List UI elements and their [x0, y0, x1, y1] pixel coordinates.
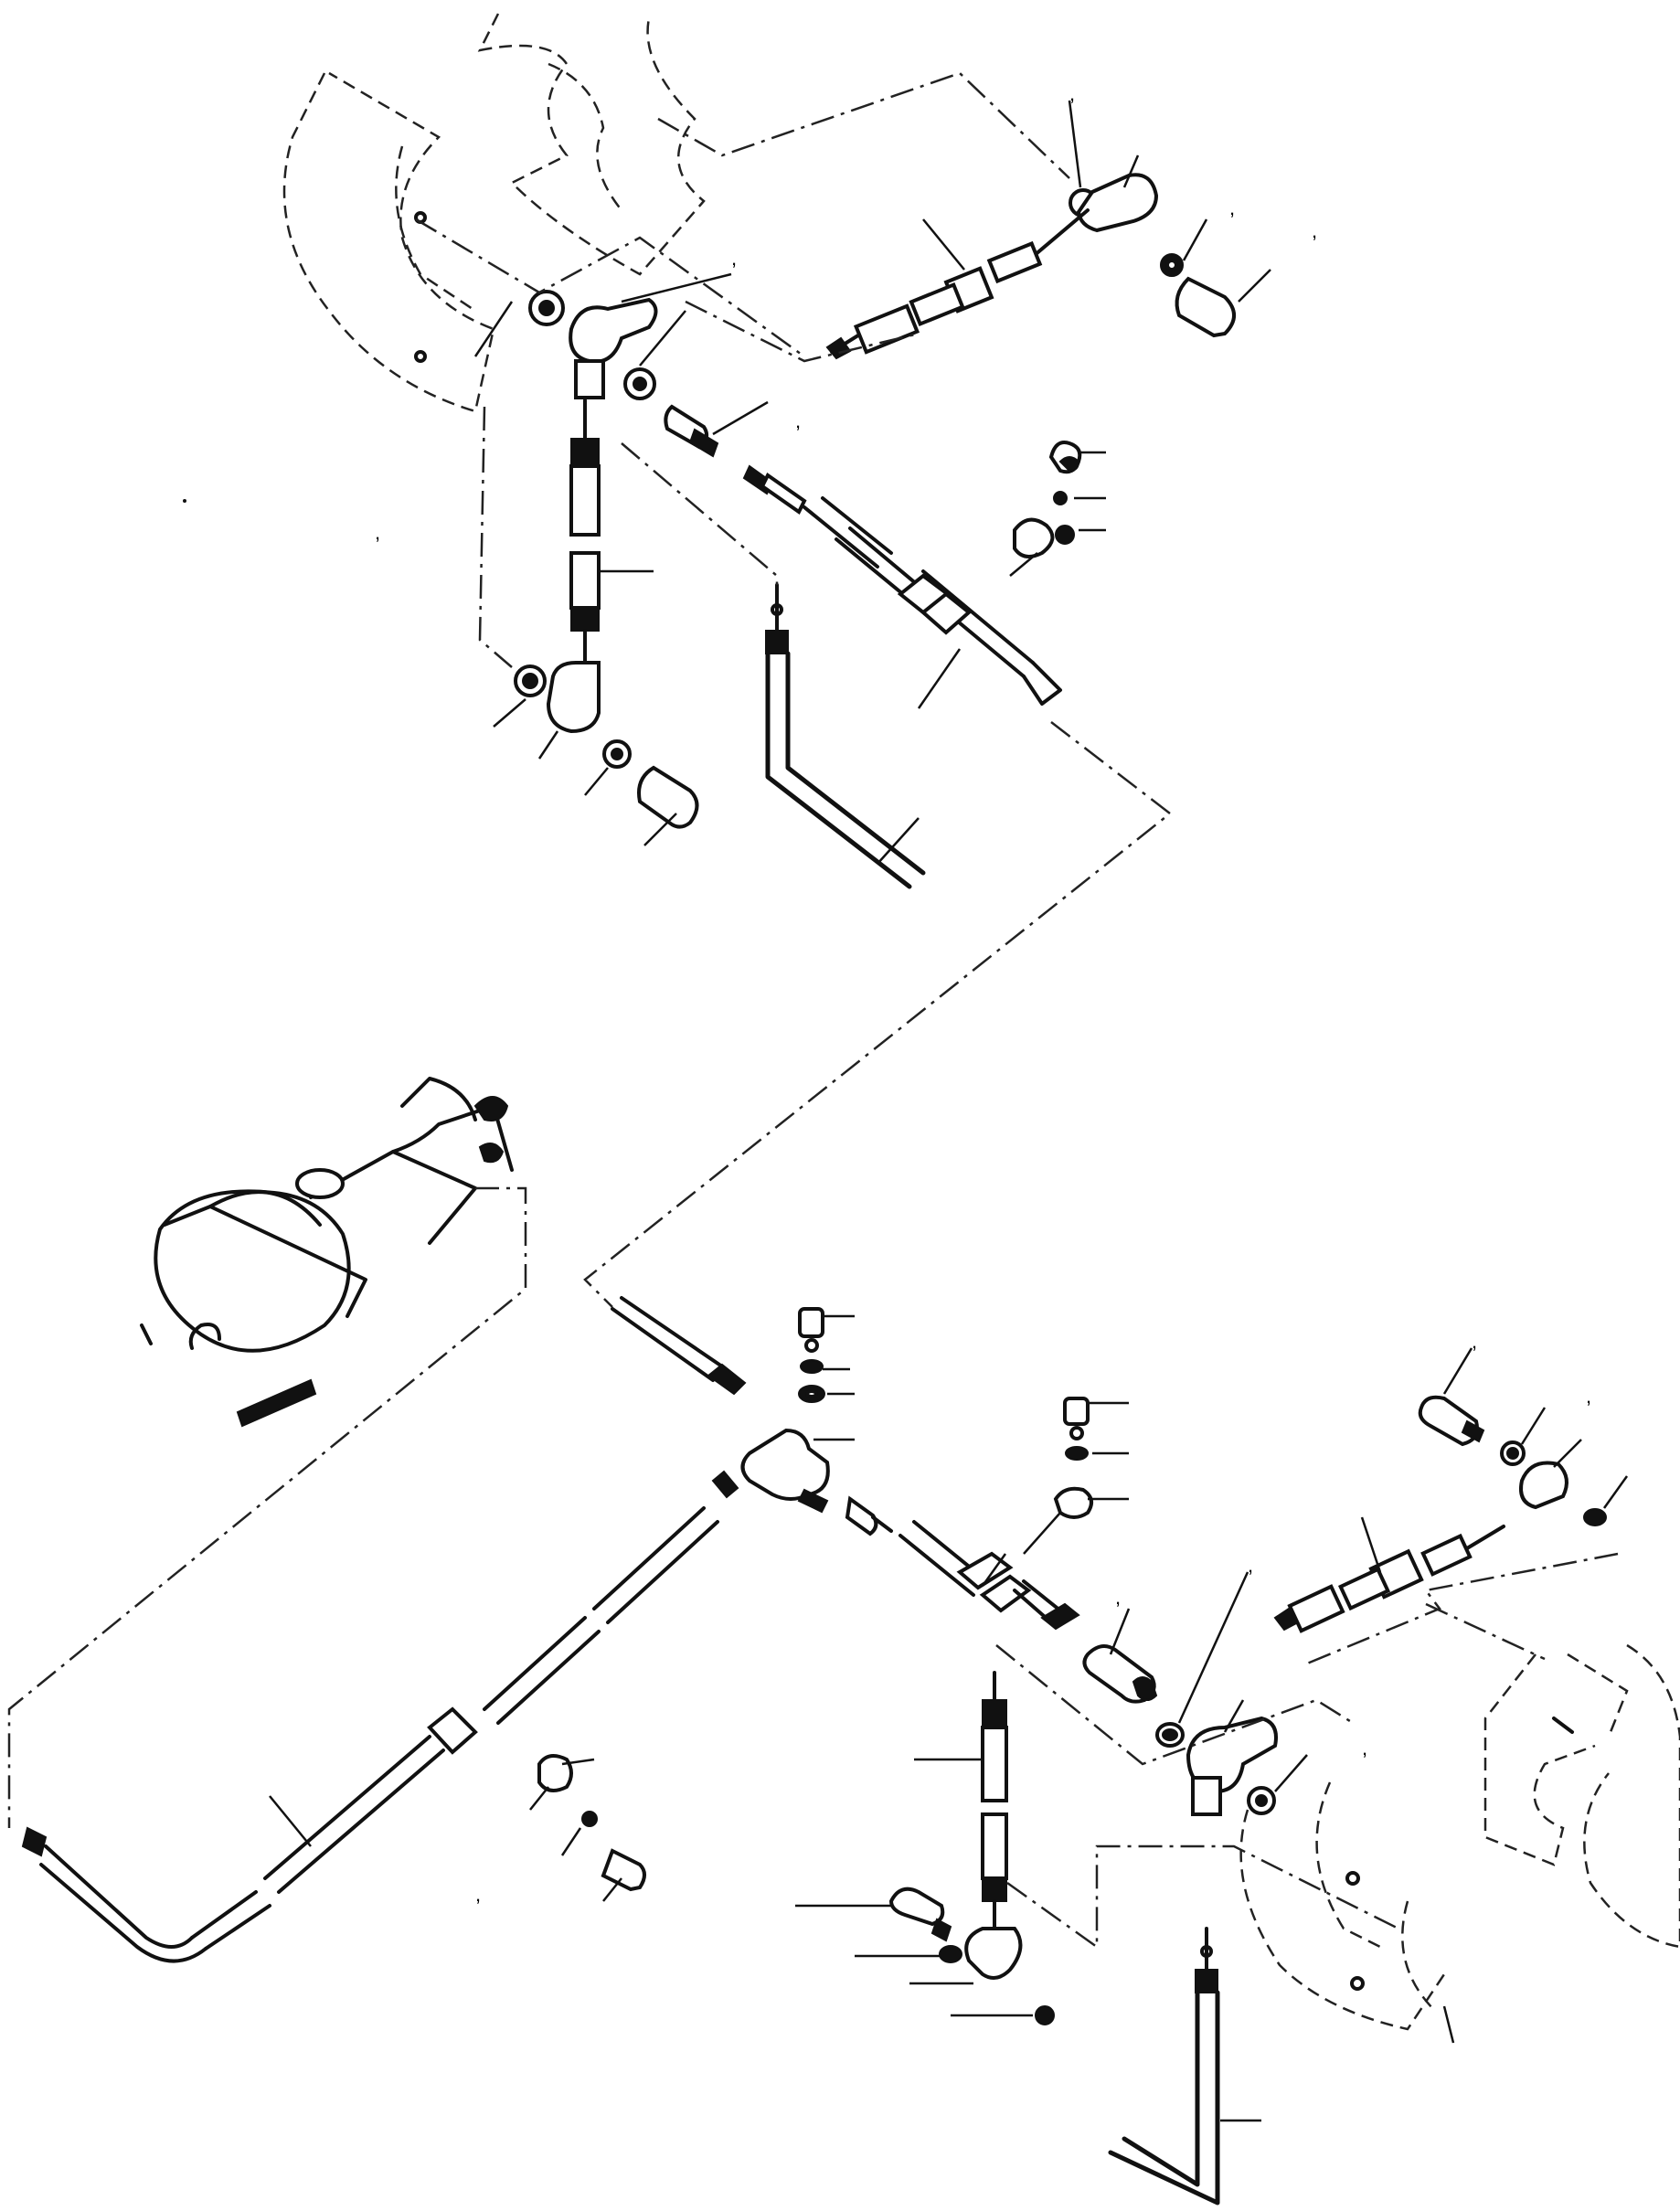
- svg-text:,: ,: [1248, 1554, 1253, 1577]
- lower-left-banjo: [529, 1754, 646, 1902]
- upper-adapter-chain: ,: [664, 400, 807, 515]
- upper-long-tube: [803, 496, 1062, 709]
- upper-side-banjo: [1009, 441, 1106, 577]
- cross-to-elbow-chain: , ,: [845, 1495, 1253, 1748]
- lower-long-tube: [21, 1470, 739, 1963]
- upper-bent-pipe: [765, 583, 926, 889]
- top-left-housing: [282, 13, 706, 413]
- upper-vertical-tube: [569, 399, 654, 664]
- top-hose: [825, 208, 1090, 360]
- lower-large-elbow: ,: [1186, 1699, 1367, 1816]
- pump-assembly: [140, 1077, 514, 1428]
- connection-lines: [7, 71, 1619, 1950]
- lower-vertical-tube: [795, 1671, 1055, 2025]
- svg-text:,: ,: [475, 1883, 481, 1906]
- svg-text:,: ,: [375, 521, 380, 544]
- lower-side-banjo: [1023, 1397, 1129, 1555]
- stray-marks: , , , , ,: [183, 197, 1317, 1906]
- lower-right-hose: [1273, 1516, 1505, 1633]
- svg-text:,: ,: [1115, 1586, 1121, 1609]
- banjo-fitting: [1076, 173, 1159, 233]
- top-right-fitting: ,: [1068, 82, 1271, 338]
- svg-text:,: ,: [731, 247, 737, 270]
- svg-text:,: ,: [1069, 82, 1075, 105]
- svg-text:,: ,: [1229, 197, 1235, 219]
- lower-right-fitting: , ,: [1418, 1330, 1629, 1526]
- cross-fitting: [740, 1307, 855, 1514]
- upper-elbow-union: [473, 272, 732, 400]
- lower-right-housing: [1239, 1643, 1680, 2044]
- svg-text:,: ,: [795, 409, 801, 432]
- svg-text:,: ,: [1586, 1385, 1591, 1408]
- lower-bent-pipe: [1108, 1927, 1261, 2206]
- tube-to-cross: [611, 1296, 747, 1396]
- svg-text:,: ,: [1472, 1330, 1477, 1353]
- banjo-bolt: [1175, 276, 1236, 338]
- upper-lower-elbow: [493, 661, 699, 846]
- svg-text:,: ,: [1362, 1737, 1367, 1759]
- svg-text:,: ,: [1312, 219, 1317, 242]
